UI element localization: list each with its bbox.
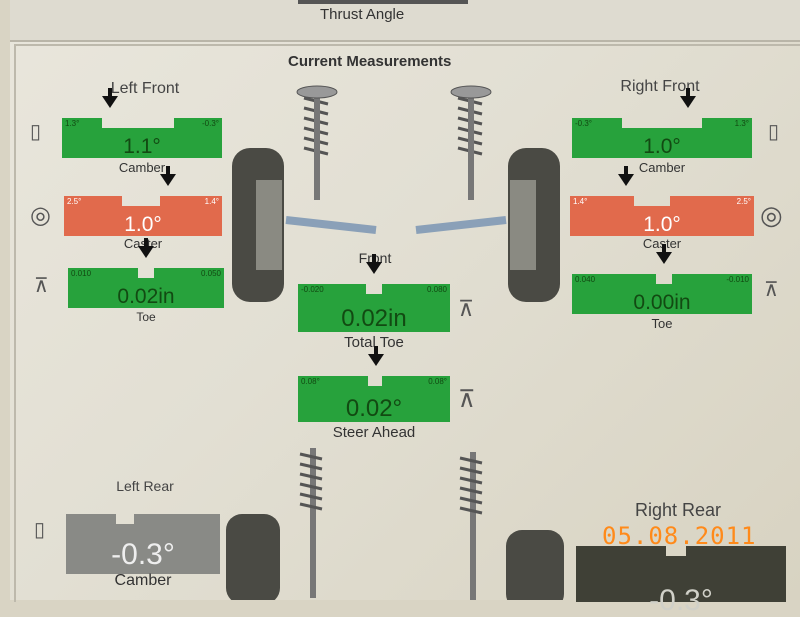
left-rear-tire xyxy=(226,514,280,600)
thrust-angle-strip: Thrust Angle xyxy=(10,0,800,42)
total-toe-tick-right: 0.080 xyxy=(426,285,447,294)
right-control-arm xyxy=(415,216,507,234)
right-front-camber-tick-left: -0.3° xyxy=(575,119,592,128)
right-front-camber-gauge: -0.3° 1.3° 1.0° xyxy=(572,88,752,158)
right-rear-camber-value: -0.3° xyxy=(649,584,713,617)
rear-suspension-illustration xyxy=(226,448,564,600)
left-front-toe-tick-left: 0.010 xyxy=(71,269,92,278)
measurements-frame xyxy=(14,44,800,602)
left-front-camber-value: 1.1° xyxy=(123,135,161,158)
total-toe-icon: ⊼ xyxy=(458,296,475,321)
right-front-camber-value: 1.0° xyxy=(643,135,681,158)
right-front-caster-value: 1.0° xyxy=(643,213,681,236)
right-front-title: Right Front xyxy=(620,78,700,95)
left-front-camber-tick-right: -0.3° xyxy=(202,119,219,128)
right-rear-title: Right Rear xyxy=(634,500,722,520)
right-front-toe-arrow-icon xyxy=(656,244,672,264)
left-rear-camber-value: -0.3° xyxy=(111,538,175,571)
thrust-angle-label: Thrust Angle xyxy=(320,6,405,23)
right-front-toe-tick-left: 0.040 xyxy=(575,275,596,284)
steer-ahead-gauge: 0.08° 0.08° 0.02° xyxy=(298,346,450,422)
left-rear-title: Left Rear xyxy=(116,478,174,494)
steer-ahead-label: Steer Ahead xyxy=(332,424,416,441)
left-front-camber-gauge: 1.3° -0.3° 1.1° xyxy=(62,88,222,158)
right-front-toe-value: 0.00in xyxy=(633,291,691,314)
left-front-toe-label: Toe xyxy=(136,310,156,324)
total-toe-value: 0.02in xyxy=(341,305,407,332)
left-front-camber-arrow-icon xyxy=(102,88,118,108)
right-front-camber-arrow-icon xyxy=(680,88,696,108)
total-toe-gauge: -0.020 0.080 0.02in xyxy=(298,254,450,332)
front-suspension-illustration xyxy=(232,85,560,302)
thrust-angle-bar xyxy=(298,0,468,4)
right-front-camber-label: Camber xyxy=(638,160,686,175)
camber-wheel-icon-right: ▯ xyxy=(768,121,780,143)
steer-ahead-arrow-icon xyxy=(368,346,384,366)
camber-wheel-icon: ▯ xyxy=(30,121,42,143)
rear-camber-wheel-icon: ▯ xyxy=(34,519,46,541)
left-front-toe-tick-right: 0.050 xyxy=(200,269,221,278)
left-front-caster-gauge: 2.5° 1.4° 1.0° xyxy=(64,166,222,236)
left-front-toe-arrow-icon xyxy=(138,238,154,258)
left-rear-coil xyxy=(299,452,323,511)
left-front-caster-tick-left: 2.5° xyxy=(67,197,82,206)
section-title: Current Measurements xyxy=(288,53,452,70)
right-front-caster-tick-left: 1.4° xyxy=(573,197,588,206)
left-front-title: Left Front xyxy=(110,80,180,97)
total-toe-arrow-icon xyxy=(366,254,382,274)
left-rear-camber-label: Camber xyxy=(114,572,172,589)
left-front-toe-value: 0.02in xyxy=(117,285,175,308)
right-front-caster-gauge: 1.4° 2.5° 1.0° xyxy=(570,166,754,236)
right-front-toe-label: Toe xyxy=(651,316,673,331)
right-front-toe-tick-right: -0.010 xyxy=(726,275,749,284)
right-front-caster-label: Caster xyxy=(642,236,682,251)
steer-ahead-value: 0.02° xyxy=(345,395,403,422)
toe-wheel-icon: ⊼ xyxy=(34,275,49,297)
left-front-toe-gauge: 0.010 0.050 0.02in xyxy=(68,238,224,308)
total-toe-tick-left: -0.020 xyxy=(301,285,324,294)
left-front-camber-label: Camber xyxy=(118,160,166,175)
left-front-camber-tick-left: 1.3° xyxy=(65,119,80,128)
total-toe-label: Total Toe xyxy=(344,334,404,351)
steer-ahead-icon: ⊼ xyxy=(458,386,476,413)
left-control-arm xyxy=(285,216,377,234)
camera-date-stamp: 05.08.2011 xyxy=(602,522,757,550)
right-rear-coil xyxy=(459,456,483,515)
steer-ahead-tick-right: 0.08° xyxy=(428,377,447,386)
right-rear-tire xyxy=(506,530,564,600)
toe-wheel-icon-right: ⊼ xyxy=(764,279,779,301)
right-front-caster-arrow-icon xyxy=(618,166,634,186)
right-front-camber-tick-right: 1.3° xyxy=(734,119,749,128)
caster-wheel-icon: ◎ xyxy=(30,202,51,229)
right-front-toe-gauge: 0.040 -0.010 0.00in xyxy=(572,244,752,314)
left-rear-camber-gauge: -0.3° xyxy=(66,514,220,574)
caster-wheel-icon-right: ◎ xyxy=(760,200,783,230)
right-front-caster-tick-right: 2.5° xyxy=(736,197,751,206)
right-rear-camber-gauge: -0.3° xyxy=(576,546,786,616)
steer-ahead-tick-left: 0.08° xyxy=(301,377,320,386)
left-front-caster-tick-right: 1.4° xyxy=(204,197,219,206)
left-front-caster-arrow-icon xyxy=(160,166,176,186)
left-front-caster-value: 1.0° xyxy=(124,213,162,236)
